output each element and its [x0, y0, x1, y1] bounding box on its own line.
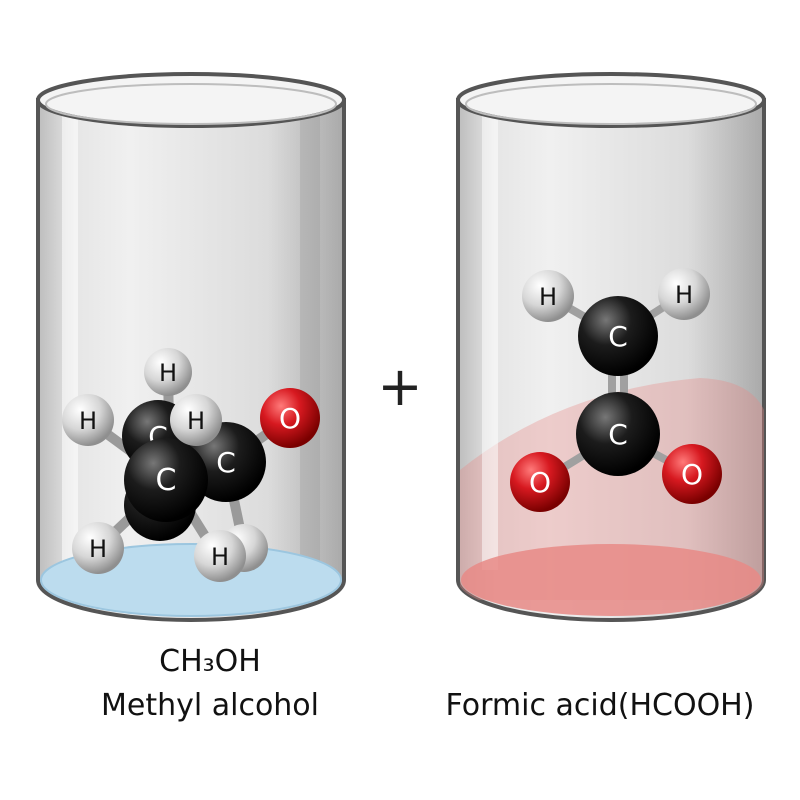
atom-carbon — [578, 296, 658, 376]
atom-hydrogen — [658, 268, 710, 320]
liquid-right-column — [460, 378, 764, 600]
atom-hydrogen — [170, 394, 222, 446]
atom-hydrogen — [62, 394, 114, 446]
molecule-methanol: H H O C C C H H H — [62, 348, 320, 582]
atom-hydrogen — [522, 270, 574, 322]
atom-label: C — [608, 320, 628, 353]
atom-hydrogen — [72, 522, 124, 574]
atom-oxygen — [510, 452, 570, 512]
atom-label: H — [539, 283, 557, 311]
atom-label: H — [79, 407, 97, 435]
atom-label: C — [216, 446, 236, 479]
formula-left: CH₃OH — [159, 644, 261, 679]
atom-label: H — [159, 359, 177, 387]
atom-carbon — [576, 392, 660, 476]
atom-oxygen — [260, 388, 320, 448]
atom-carbon — [124, 438, 208, 522]
atom-label: C — [156, 463, 177, 498]
atom-label: H — [89, 535, 107, 563]
atom-label: H — [675, 281, 693, 309]
molecule-formic-acid: H H C C O O — [510, 268, 722, 512]
beaker-left — [36, 72, 346, 622]
atom-label: H — [187, 407, 205, 435]
plus-operator: + — [377, 355, 422, 418]
atom-hydrogen — [194, 530, 246, 582]
atom-label: O — [529, 466, 551, 499]
name-right: Formic acid(HCOOH) — [445, 688, 755, 723]
atom-oxygen — [662, 444, 722, 504]
liquid-right — [461, 544, 761, 616]
atom-label: C — [608, 418, 628, 451]
atom-label: O — [681, 458, 703, 491]
atom-label: H — [211, 543, 229, 571]
atom-label: O — [279, 402, 301, 435]
atom-hydrogen — [144, 348, 192, 396]
name-left: Methyl alcohol — [100, 688, 319, 723]
